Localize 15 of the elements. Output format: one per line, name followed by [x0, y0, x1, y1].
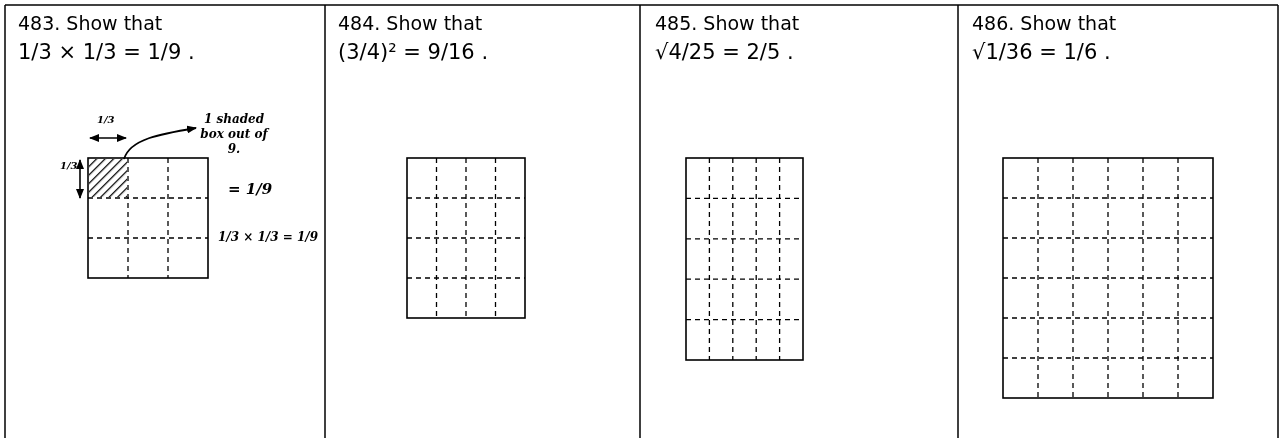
leader-arrow — [123, 125, 197, 160]
problem-heading: 483. Show that — [18, 12, 163, 34]
handwritten-fraction: 1/3 — [97, 114, 115, 125]
problem-heading: 484. Show that — [338, 12, 483, 34]
annotation-note: 1 shaded box out of 9. — [199, 112, 270, 157]
math-expression: √1/36 = 1/6 . — [972, 40, 1111, 64]
handwritten-equation: 1/3 × 1/3 = 1/9 — [218, 230, 319, 244]
problem-heading: 486. Show that — [972, 12, 1117, 34]
handwritten-fraction: 1/3 — [60, 160, 78, 171]
math-expression: (3/4)² = 9/16 . — [338, 40, 489, 64]
problem-heading: 485. Show that — [655, 12, 800, 34]
math-expression: 1/3 × 1/3 = 1/9 . — [18, 40, 195, 64]
shaded-square — [89, 159, 127, 197]
handwritten-equation: = 1/9 — [228, 180, 273, 198]
math-expression: √4/25 = 2/5 . — [655, 40, 794, 64]
